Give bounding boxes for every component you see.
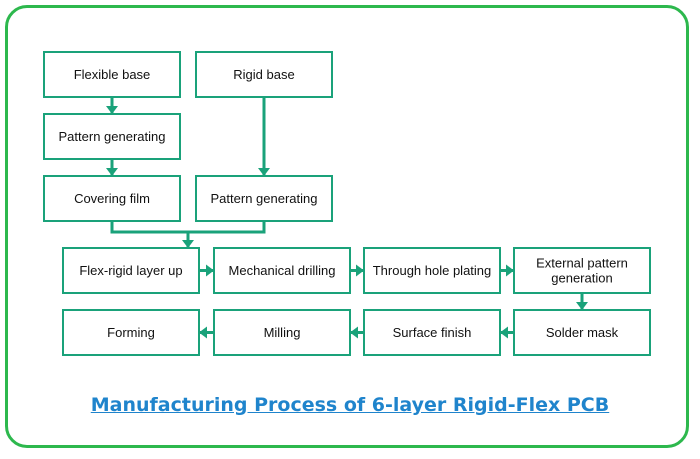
node-label: Mechanical drilling — [229, 263, 336, 278]
arrowhead-icon — [506, 264, 514, 277]
node-pattern-generating-flex[interactable]: Pattern generating — [43, 113, 181, 160]
arrowhead-icon — [182, 240, 194, 248]
arrowhead-icon — [350, 326, 358, 339]
arrowhead-icon — [199, 326, 207, 339]
node-label: External pattern — [536, 256, 628, 271]
node-through-hole-plating[interactable]: Through hole plating — [363, 247, 501, 294]
node-label: Forming — [107, 325, 155, 340]
node-label: Rigid base — [233, 67, 294, 82]
node-label: Solder mask — [546, 325, 619, 340]
outer-frame — [5, 5, 689, 448]
node-label: Flexible base — [74, 67, 151, 82]
node-surface-finish[interactable]: Surface finish — [363, 309, 501, 356]
node-solder-mask[interactable]: Solder mask — [513, 309, 651, 356]
node-label: Flex-rigid layer up — [79, 263, 182, 278]
node-pattern-generating-rigid[interactable]: Pattern generating — [195, 175, 333, 222]
node-label: Through hole plating — [373, 263, 492, 278]
node-label: generation — [551, 271, 612, 286]
node-label: Surface finish — [393, 325, 472, 340]
node-rigid-base[interactable]: Rigid base — [195, 51, 333, 98]
node-label: Milling — [264, 325, 301, 340]
arrowhead-icon — [500, 326, 508, 339]
arrowhead-icon — [106, 168, 118, 176]
node-milling[interactable]: Milling — [213, 309, 351, 356]
node-covering-film[interactable]: Covering film — [43, 175, 181, 222]
node-forming[interactable]: Forming — [62, 309, 200, 356]
arrowhead-icon — [258, 168, 270, 176]
arrowhead-icon — [576, 302, 588, 310]
node-mechanical-drilling[interactable]: Mechanical drilling — [213, 247, 351, 294]
node-flex-rigid-layer-up[interactable]: Flex-rigid layer up — [62, 247, 200, 294]
arrowhead-icon — [356, 264, 364, 277]
diagram-caption[interactable]: Manufacturing Process of 6-layer Rigid-F… — [90, 394, 610, 416]
node-label: Covering film — [74, 191, 150, 206]
arrowhead-icon — [106, 106, 118, 114]
node-label: Pattern generating — [211, 191, 318, 206]
node-label: Pattern generating — [59, 129, 166, 144]
arrowhead-icon — [206, 264, 214, 277]
edge-merge-bar — [110, 221, 266, 234]
node-flexible-base[interactable]: Flexible base — [43, 51, 181, 98]
